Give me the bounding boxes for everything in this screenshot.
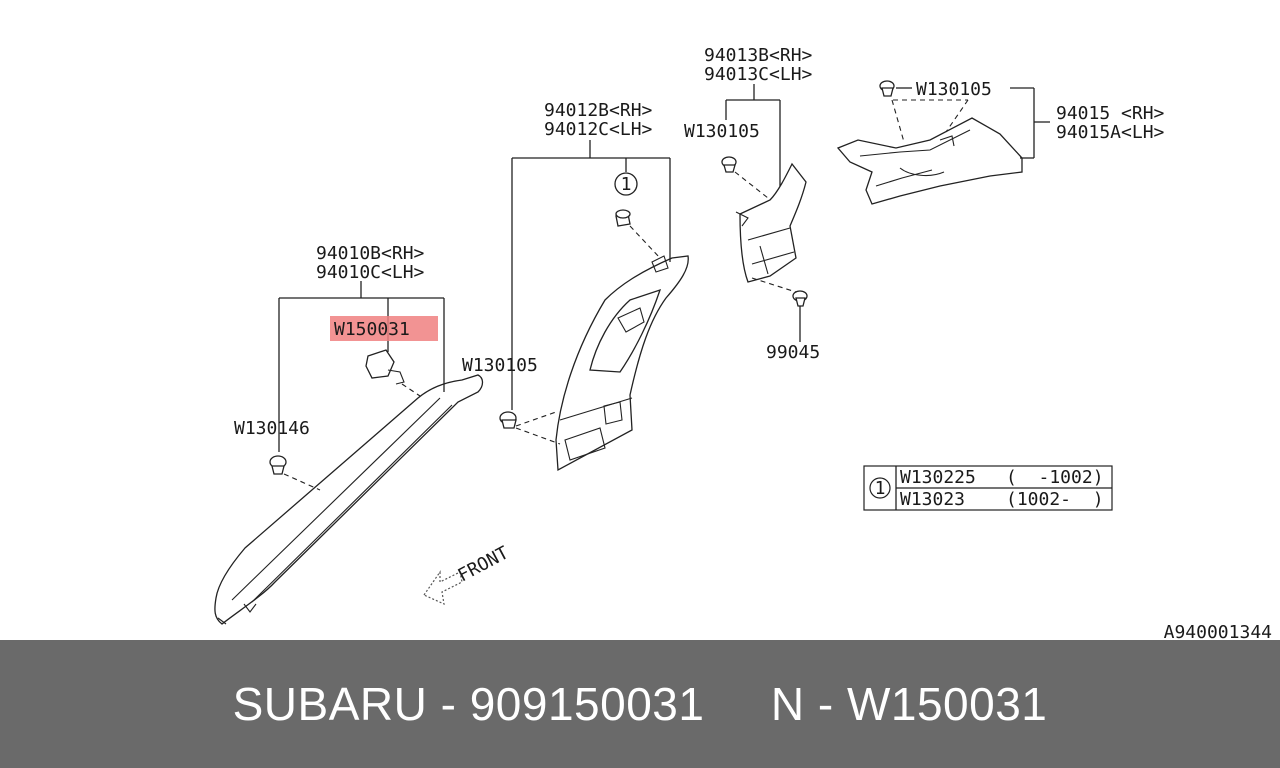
leader-94013 bbox=[725, 84, 801, 342]
clip-99045 bbox=[792, 290, 808, 307]
clip-callout-1 bbox=[615, 209, 631, 227]
parts-diagram: 1 bbox=[214, 45, 1272, 640]
b-pillar-trim bbox=[555, 255, 689, 472]
table-ref-number: 1 bbox=[875, 478, 886, 499]
a-pillar-trim bbox=[214, 374, 484, 625]
table-row-part: W130225 bbox=[900, 467, 976, 488]
callout-circle bbox=[614, 172, 638, 196]
front-arrow: FRONT bbox=[423, 542, 512, 606]
highlight-box bbox=[330, 316, 438, 341]
label-94015-rh: 94015 <RH> bbox=[1056, 103, 1165, 124]
label-99045: 99045 bbox=[766, 342, 820, 363]
leader-94012 bbox=[511, 140, 671, 410]
front-label: FRONT bbox=[454, 542, 512, 586]
label-94012-lh: 94012C<LH> bbox=[544, 119, 653, 140]
footer-part-number: SUBARU - 909150031 N - W150031 bbox=[232, 678, 1048, 730]
label-94015-lh: 94015A<LH> bbox=[1056, 122, 1165, 143]
c-pillar-trim bbox=[735, 162, 807, 283]
reference-table: 1 W130225 ( -1002) W13023 (1002- ) bbox=[863, 465, 1113, 511]
label-w130105-rear: W130105 bbox=[916, 79, 992, 100]
figure-code: A940001344 bbox=[1164, 622, 1272, 640]
clip-w130105-rear bbox=[879, 80, 895, 97]
label-94013-lh: 94013C<LH> bbox=[704, 64, 813, 85]
footer-bar: SUBARU - 909150031 N - W150031 bbox=[0, 640, 1280, 768]
label-w130105-b-pillar: W130105 bbox=[462, 355, 538, 376]
leader-94015 bbox=[896, 87, 1050, 159]
label-94012-rh: 94012B<RH> bbox=[544, 100, 653, 121]
table-row-part: W13023 bbox=[900, 489, 965, 510]
label-94010-rh: 94010B<RH> bbox=[316, 243, 425, 264]
label-w130146: W130146 bbox=[234, 418, 310, 439]
rear-quarter-trim bbox=[836, 117, 1023, 205]
callout-number: 1 bbox=[621, 174, 632, 195]
clip-w130105-c-pillar bbox=[721, 156, 737, 173]
label-94010-lh: 94010C<LH> bbox=[316, 262, 425, 283]
clip-w130105-b-pillar bbox=[499, 411, 517, 429]
label-w150031: W150031 bbox=[334, 319, 410, 340]
table-row-range: (1002- ) bbox=[1006, 489, 1104, 510]
label-w130105-c-pillar: W130105 bbox=[684, 121, 760, 142]
label-94013-rh: 94013B<RH> bbox=[704, 45, 813, 66]
clip-w150031 bbox=[365, 349, 405, 385]
clip-w130146 bbox=[269, 455, 287, 475]
table-row-range: ( -1002) bbox=[1006, 467, 1104, 488]
